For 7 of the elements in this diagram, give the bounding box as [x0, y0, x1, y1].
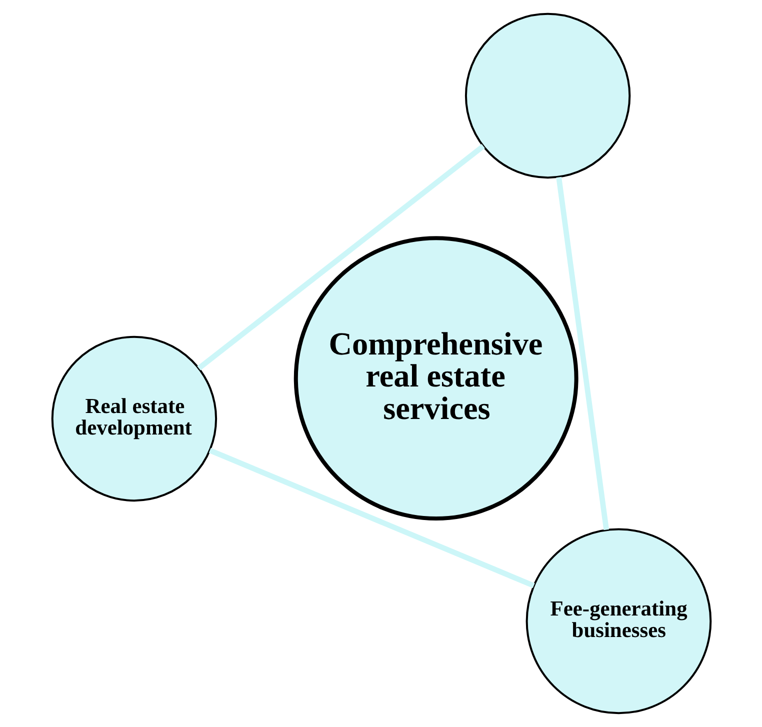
connector	[208, 448, 534, 588]
node-circle: Comprehensive real estate services	[293, 236, 578, 521]
connector	[196, 144, 484, 370]
connector	[556, 176, 609, 530]
node-circle: Real estate development	[50, 336, 217, 502]
node-circle	[464, 12, 630, 179]
node-circle: Fee-generating businesses	[525, 528, 712, 714]
